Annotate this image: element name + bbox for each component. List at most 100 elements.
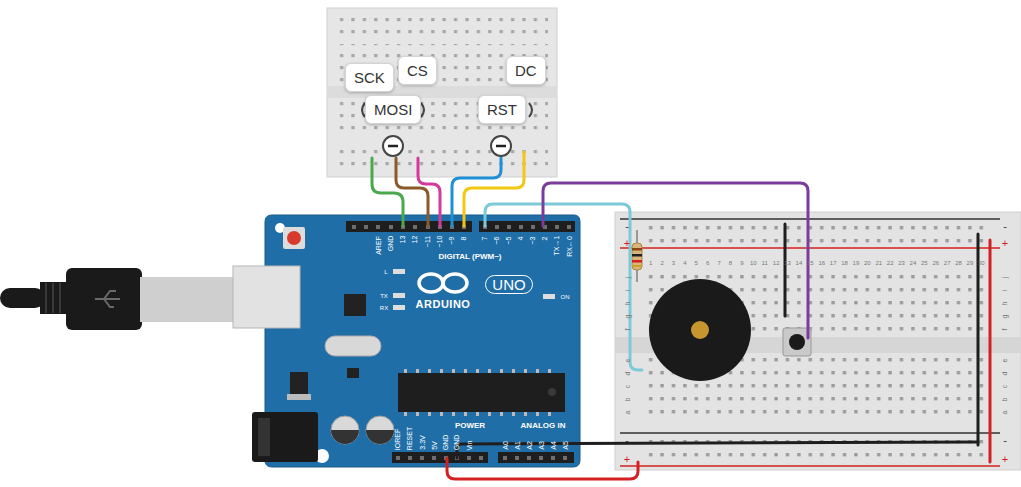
callout-text: DC bbox=[515, 62, 537, 79]
row-letter: j bbox=[1001, 276, 1008, 278]
pin-label: A5 bbox=[561, 441, 568, 450]
wire bbox=[485, 204, 642, 370]
board-label: DIGITAL (PWM~) bbox=[439, 253, 502, 261]
pin-label: IOREF bbox=[394, 429, 401, 450]
row-letter: a bbox=[1001, 410, 1008, 414]
pin-label: A2 bbox=[525, 441, 532, 450]
row-letter: f bbox=[1001, 328, 1008, 330]
pin-label: RESET bbox=[406, 427, 413, 450]
column-number: 24 bbox=[910, 260, 917, 266]
column-number: 16 bbox=[818, 260, 825, 266]
column-number: 26 bbox=[932, 260, 939, 266]
wire bbox=[452, 158, 501, 226]
pin-label: Vin bbox=[466, 440, 473, 450]
pin-label: GND bbox=[387, 236, 394, 252]
rail-sign: - bbox=[625, 221, 629, 232]
column-number: 21 bbox=[875, 260, 882, 266]
pin-label: RX←0 bbox=[566, 236, 573, 257]
wire bbox=[784, 224, 787, 316]
column-number: 13 bbox=[784, 260, 791, 266]
pin-label: GND bbox=[453, 434, 460, 450]
pin-label: ~11 bbox=[424, 236, 431, 247]
breadboard bbox=[615, 212, 1021, 470]
row-letter: i bbox=[624, 289, 631, 291]
column-number: 14 bbox=[796, 260, 803, 266]
column-number: 3 bbox=[672, 260, 675, 266]
column-number: 19 bbox=[853, 260, 860, 266]
pin-header bbox=[498, 452, 574, 463]
column-number: 27 bbox=[944, 260, 951, 266]
row-letter: g bbox=[624, 314, 631, 318]
pin-label: 4 bbox=[517, 236, 524, 240]
mini-breadboard bbox=[327, 8, 557, 177]
column-number: 28 bbox=[955, 260, 962, 266]
row-letter: d bbox=[624, 371, 631, 375]
rail-sign: - bbox=[1003, 435, 1007, 446]
column-number: 4 bbox=[683, 260, 686, 266]
column-number: 7 bbox=[717, 260, 720, 266]
rail-sign: - bbox=[1003, 221, 1007, 232]
power-jack bbox=[252, 412, 318, 462]
pin-label: 3.3V bbox=[419, 436, 426, 450]
column-number: 17 bbox=[830, 260, 837, 266]
callout-text: SCK bbox=[354, 69, 385, 86]
reset-button bbox=[287, 231, 301, 245]
pin-header bbox=[479, 221, 575, 232]
row-letter: e bbox=[624, 358, 631, 362]
wire bbox=[372, 158, 403, 226]
row-letter: f bbox=[624, 328, 631, 330]
pin-label: 13 bbox=[399, 236, 406, 244]
row-letter: h bbox=[1001, 301, 1008, 305]
pin-callout: SCK bbox=[345, 63, 394, 92]
wire bbox=[457, 442, 978, 458]
column-number: 10 bbox=[750, 260, 757, 266]
rail-sign: + bbox=[1002, 238, 1008, 249]
pin-label: 12 bbox=[411, 236, 418, 244]
column-number: 30 bbox=[978, 260, 985, 266]
column-number: 6 bbox=[706, 260, 709, 266]
rail-sign: + bbox=[1002, 454, 1008, 465]
column-number: 2 bbox=[660, 260, 663, 266]
column-number: 12 bbox=[773, 260, 780, 266]
row-letter: b bbox=[624, 397, 631, 401]
model-label: UNO bbox=[485, 275, 532, 294]
microcontroller-chip bbox=[398, 373, 565, 412]
pin-label: ~6 bbox=[493, 236, 500, 244]
wire bbox=[989, 240, 992, 462]
rail-sign: + bbox=[624, 238, 630, 249]
wire bbox=[464, 152, 524, 226]
column-number: 25 bbox=[921, 260, 928, 266]
led-label: ON bbox=[561, 294, 570, 300]
column-number: 29 bbox=[967, 260, 974, 266]
column-number: 8 bbox=[729, 260, 732, 266]
callout-text: RST bbox=[487, 101, 517, 118]
pin-callout: DC bbox=[506, 56, 546, 85]
pin-label: ~3 bbox=[529, 236, 536, 244]
column-number: 5 bbox=[695, 260, 698, 266]
led-label: RX bbox=[380, 305, 388, 311]
row-letter: d bbox=[1001, 371, 1008, 375]
pin-label: 7 bbox=[481, 236, 488, 240]
column-number: 18 bbox=[841, 260, 848, 266]
board-label: POWER bbox=[455, 422, 485, 430]
pin-label: 8 bbox=[460, 236, 467, 240]
pin-label: 2 bbox=[541, 236, 548, 240]
column-number: 15 bbox=[807, 260, 814, 266]
pin-label: GND bbox=[442, 434, 449, 450]
board-label: ANALOG IN bbox=[521, 422, 566, 430]
column-number: 1 bbox=[649, 260, 652, 266]
pin-label: A4 bbox=[549, 441, 556, 450]
callout-text: CS bbox=[407, 62, 428, 79]
callout-text: MOSI bbox=[374, 101, 412, 118]
resistor-symbol bbox=[632, 243, 642, 270]
wire bbox=[396, 158, 428, 226]
pin-label: AREF bbox=[375, 236, 382, 255]
rail-sign: + bbox=[624, 454, 630, 465]
row-letter: a bbox=[624, 410, 631, 414]
rail-sign: - bbox=[625, 435, 629, 446]
pin-label: A3 bbox=[537, 441, 544, 450]
wire bbox=[447, 458, 638, 479]
pin-label: TX→1 bbox=[554, 236, 561, 256]
pin-header bbox=[392, 452, 488, 463]
row-letter: e bbox=[1001, 358, 1008, 362]
